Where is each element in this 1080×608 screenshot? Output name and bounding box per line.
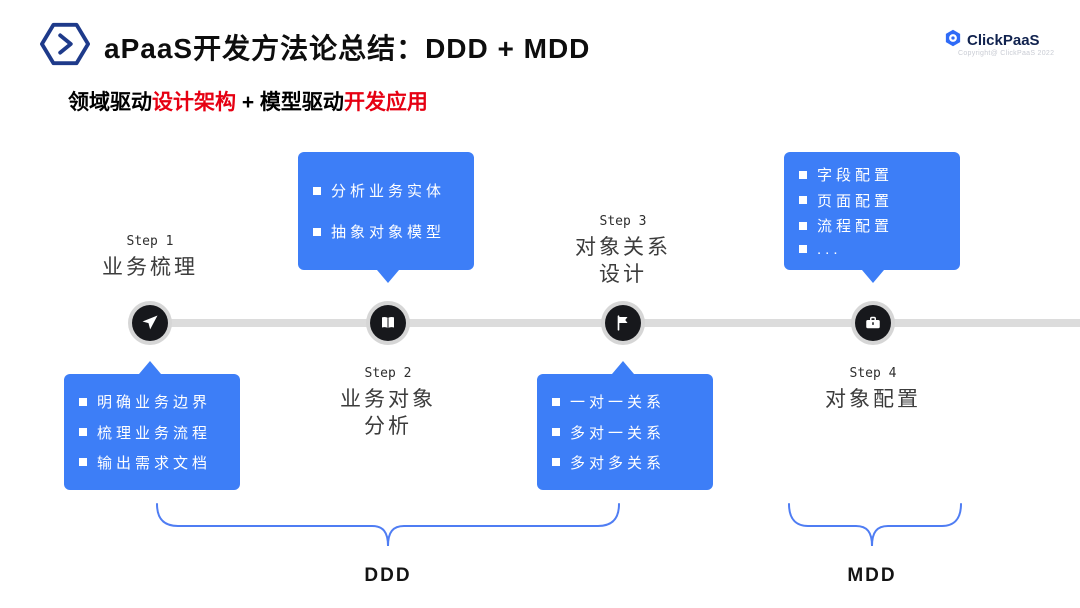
step2-callout-box: 分析业务实体 抽象对象模型	[298, 152, 474, 283]
step2-title: 业务对象 分析	[340, 388, 436, 438]
bullet-square-icon	[552, 458, 560, 467]
group-label-mdd: MDD	[847, 565, 897, 586]
list-item: ...	[799, 241, 945, 258]
bullet-square-icon	[79, 397, 87, 406]
bullet-square-icon	[552, 397, 560, 406]
step2-box-arrow	[377, 270, 399, 283]
bullet-square-icon	[799, 196, 807, 205]
bullet-square-icon	[313, 186, 321, 195]
list-item: 梳理业务流程	[79, 422, 225, 443]
bullet-square-icon	[799, 245, 807, 254]
ddd-brace	[156, 503, 620, 547]
step1-callout-box: 明确业务边界 梳理业务流程 输出需求文档	[64, 361, 240, 490]
step3-label-group: Step 3 对象关系 设计	[538, 214, 708, 288]
step3-title: 对象关系 设计	[575, 236, 671, 286]
list-item: 明确业务边界	[79, 391, 225, 412]
briefcase-icon	[855, 305, 891, 341]
step1-label-group: Step 1 业务梳理	[65, 234, 235, 281]
timeline-node-step1	[128, 301, 172, 345]
step2-number: Step 2	[364, 366, 412, 381]
timeline-node-step4	[851, 301, 895, 345]
list-item: 多对一关系	[552, 422, 698, 443]
page-title: aPaaS开发方法论总结：DDD + MDD	[104, 33, 591, 64]
step3-number: Step 3	[599, 214, 647, 229]
clickpaas-logo-text: ClickPaaS	[967, 32, 1040, 49]
paper-plane-icon	[132, 305, 168, 341]
list-item: 页面配置	[799, 190, 945, 211]
group-label-ddd: DDD	[364, 565, 412, 586]
bullet-square-icon	[313, 227, 321, 236]
bullet-square-icon	[799, 221, 807, 230]
list-item: 流程配置	[799, 215, 945, 236]
copyright-text: Copyright@ ClickPaaS 2022	[958, 50, 1055, 57]
list-item: 多对多关系	[552, 452, 698, 473]
list-item: 一对一关系	[552, 391, 698, 412]
hexagon-logo-icon	[40, 21, 90, 72]
timeline-node-step3	[601, 301, 645, 345]
clickpaas-logo: ClickPaaS	[944, 29, 1040, 52]
list-item: 输出需求文档	[79, 452, 225, 473]
subtitle-part4-red: 开发应用	[343, 91, 428, 114]
timeline-node-step2	[366, 301, 410, 345]
subtitle-part2-red: 设计架构	[152, 91, 236, 114]
book-icon	[370, 305, 406, 341]
step1-box-arrow	[139, 361, 161, 374]
bullet-square-icon	[79, 428, 87, 436]
step3-callout-box: 一对一关系 多对一关系 多对多关系	[537, 361, 713, 490]
step1-number: Step 1	[126, 234, 174, 249]
step4-callout-box: 字段配置 页面配置 流程配置 ...	[784, 152, 960, 283]
subtitle-part3: + 模型驱动	[236, 91, 344, 114]
step4-number: Step 4	[849, 366, 897, 381]
flag-icon	[605, 305, 641, 341]
step1-title: 业务梳理	[102, 256, 198, 279]
step4-box-arrow	[862, 270, 884, 283]
step4-title: 对象配置	[825, 388, 921, 411]
list-item: 抽象对象模型	[313, 221, 459, 242]
list-item: 分析业务实体	[313, 180, 459, 201]
bullet-square-icon	[552, 428, 560, 436]
subtitle-part1: 领域驱动	[68, 91, 152, 114]
step4-label-group: Step 4 对象配置	[788, 366, 958, 413]
step3-box-arrow	[612, 361, 634, 374]
mdd-brace	[788, 503, 962, 547]
step2-label-group: Step 2 业务对象 分析	[303, 366, 473, 440]
subtitle: 领域驱动设计架构 + 模型驱动开发应用	[68, 86, 428, 116]
bullet-square-icon	[799, 170, 807, 179]
bullet-square-icon	[79, 458, 87, 467]
list-item: 字段配置	[799, 164, 945, 185]
clickpaas-logo-icon	[944, 29, 962, 52]
